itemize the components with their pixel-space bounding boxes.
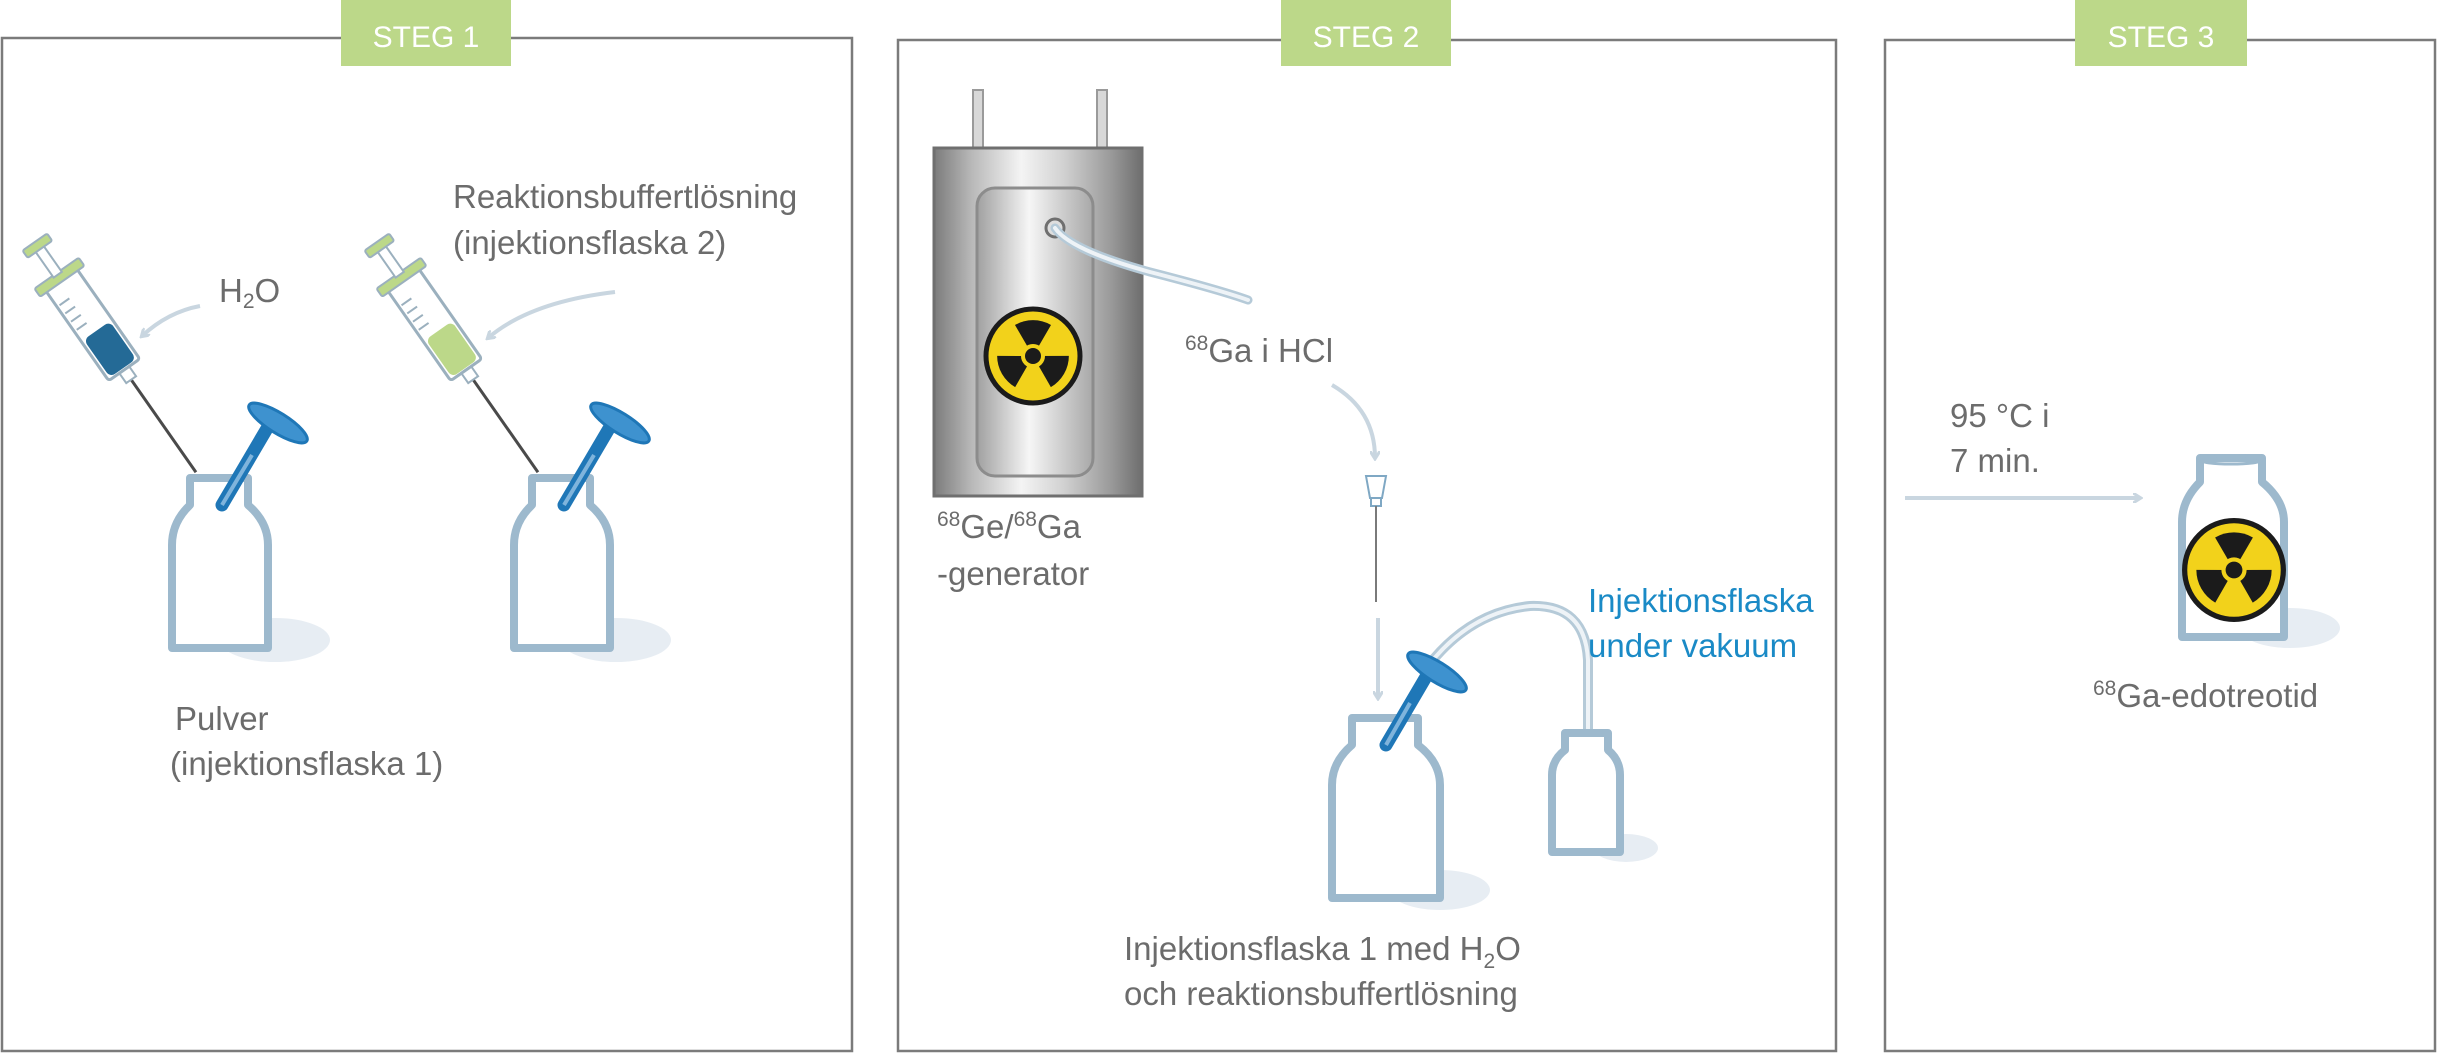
step3-frame bbox=[1883, 38, 2437, 1053]
generator-label-line1: 68Ge/68Ga bbox=[937, 508, 1082, 545]
water-label: H2O bbox=[219, 272, 280, 313]
step3-tag bbox=[2075, 0, 2247, 66]
water-arrow-icon bbox=[142, 304, 201, 336]
stopper-icon bbox=[1379, 650, 1468, 752]
stopper-icon bbox=[215, 401, 309, 512]
reaction-vial-label-line1: Injektionsflaska 1 med H2O bbox=[1124, 930, 1521, 973]
generator-icon bbox=[932, 89, 1144, 498]
syringe-icon bbox=[364, 233, 540, 474]
step1-panel: STEG 1 H2O bbox=[0, 0, 854, 1053]
step2-tag bbox=[1281, 0, 1451, 66]
step1-frame bbox=[0, 36, 854, 1053]
step3-panel: STEG 3 95 °C i 7 min. 68Ga-edotreotid bbox=[1883, 0, 2437, 1053]
buffer-vial-icon bbox=[510, 474, 671, 662]
reaction-vial-icon bbox=[1328, 714, 1490, 910]
product-label: 68Ga-edotreotid bbox=[2093, 677, 2318, 714]
vacuum-label-line1: Injektionsflaska bbox=[1588, 582, 1814, 619]
step2-tag-label: STEG 2 bbox=[1313, 21, 1420, 54]
step2-panel: STEG 2 68Ge/68Ga -generator 68Ga i HCl bbox=[896, 0, 1838, 1053]
vacuum-vial-icon bbox=[1548, 729, 1658, 862]
powder-vial-icon bbox=[168, 474, 330, 662]
step3-tag-label: STEG 3 bbox=[2108, 21, 2215, 54]
buffer-label-line1: Reaktionsbuffertlösning bbox=[453, 178, 797, 215]
step1-tag bbox=[341, 0, 511, 66]
heat-label-line1: 95 °C i bbox=[1950, 397, 2049, 434]
generator-label-line2: -generator bbox=[937, 555, 1089, 592]
powder-label-line2: (injektionsflaska 1) bbox=[170, 745, 443, 782]
radiation-icon bbox=[986, 309, 1080, 403]
stopper-icon bbox=[557, 401, 651, 512]
heat-label-line2: 7 min. bbox=[1950, 442, 2040, 479]
step1-tag-label: STEG 1 bbox=[373, 21, 480, 54]
vacuum-label-line2: under vakuum bbox=[1588, 627, 1797, 664]
product-vial-icon bbox=[2178, 454, 2340, 648]
needle-icon bbox=[1364, 475, 1388, 602]
radiation-icon bbox=[2185, 521, 2284, 620]
reaction-vial-label-line2: och reaktionsbuffertlösning bbox=[1124, 975, 1518, 1012]
syringe-icon bbox=[22, 233, 198, 474]
buffer-arrow-icon bbox=[488, 290, 616, 338]
eluate-label: 68Ga i HCl bbox=[1185, 332, 1333, 369]
buffer-label-line2: (injektionsflaska 2) bbox=[453, 224, 726, 261]
eluate-arrow-icon bbox=[1330, 383, 1375, 458]
powder-label-line1: Pulver bbox=[175, 700, 269, 737]
